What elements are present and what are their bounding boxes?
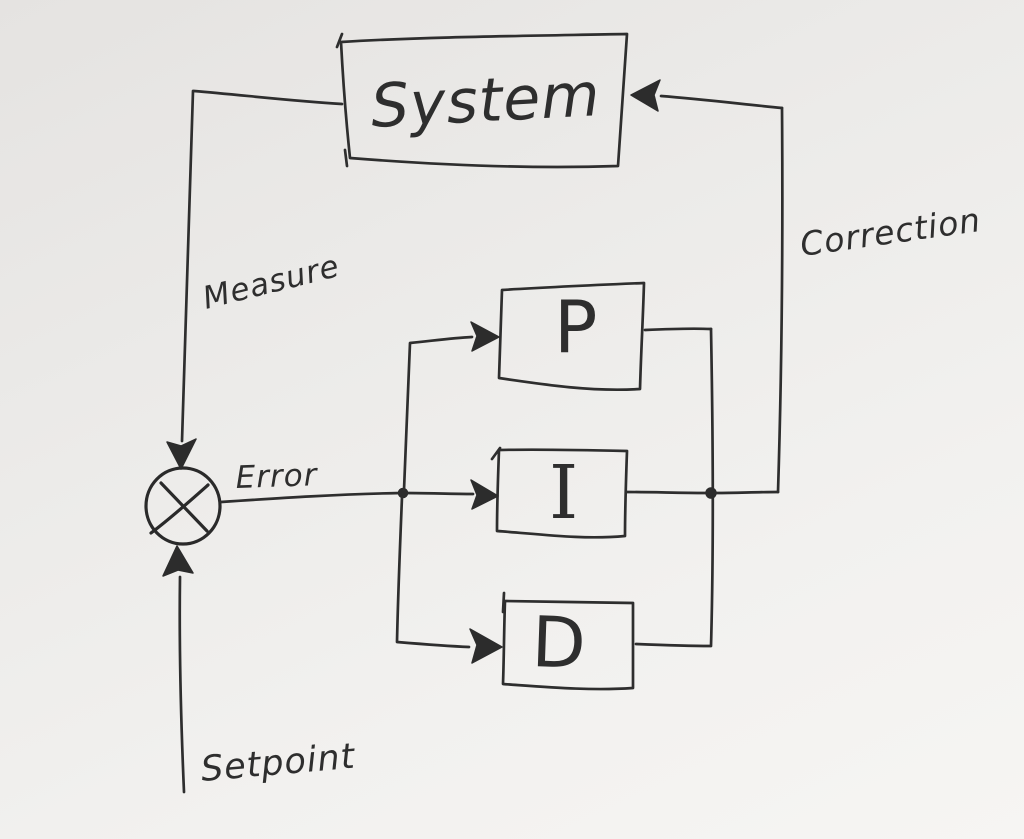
error-label: Error (235, 457, 319, 496)
summing-junction-cross (149, 481, 210, 535)
correction-label: Correction (798, 200, 984, 264)
d-label: D (530, 601, 588, 685)
d-box (501, 599, 635, 691)
branch-down-to-d (395, 495, 471, 649)
d-box-corner-tick (501, 591, 506, 614)
p-input-arrowhead (470, 321, 500, 352)
i-box-corner-tick (490, 446, 502, 461)
p-output-line (643, 327, 713, 332)
correction-line-vertical (776, 106, 784, 494)
i-box (495, 448, 629, 539)
setpoint-arrowhead (162, 545, 194, 577)
d-output-line (634, 642, 712, 648)
error-line (219, 491, 403, 504)
system-box-corner-tick-bottom (343, 148, 349, 168)
i-input-arrowhead (470, 479, 499, 510)
measure-label: Measure (199, 248, 343, 317)
setpoint-label: Setpoint (199, 737, 357, 790)
measure-line-horizontal (192, 89, 344, 106)
measure-line-vertical (180, 89, 195, 443)
system-input-arrowhead (630, 79, 661, 112)
setpoint-line (178, 575, 186, 794)
p-label: P (554, 285, 598, 369)
pid-merge-vertical (709, 327, 715, 648)
system-box-corner-tick (335, 32, 344, 49)
system-label: System (369, 60, 602, 142)
p-box (497, 281, 646, 392)
correction-line-top (659, 94, 784, 110)
branch-up-to-p (402, 335, 474, 492)
correction-line-bottom (714, 490, 780, 495)
measure-arrowhead (166, 438, 197, 470)
d-input-arrowhead (469, 628, 503, 664)
i-label: I (549, 450, 579, 536)
error-line-to-i (403, 491, 475, 496)
pid-merge-junction-dot (705, 487, 717, 499)
i-output-line (625, 490, 707, 495)
summing-junction-circle (144, 466, 222, 546)
system-box (339, 32, 629, 169)
